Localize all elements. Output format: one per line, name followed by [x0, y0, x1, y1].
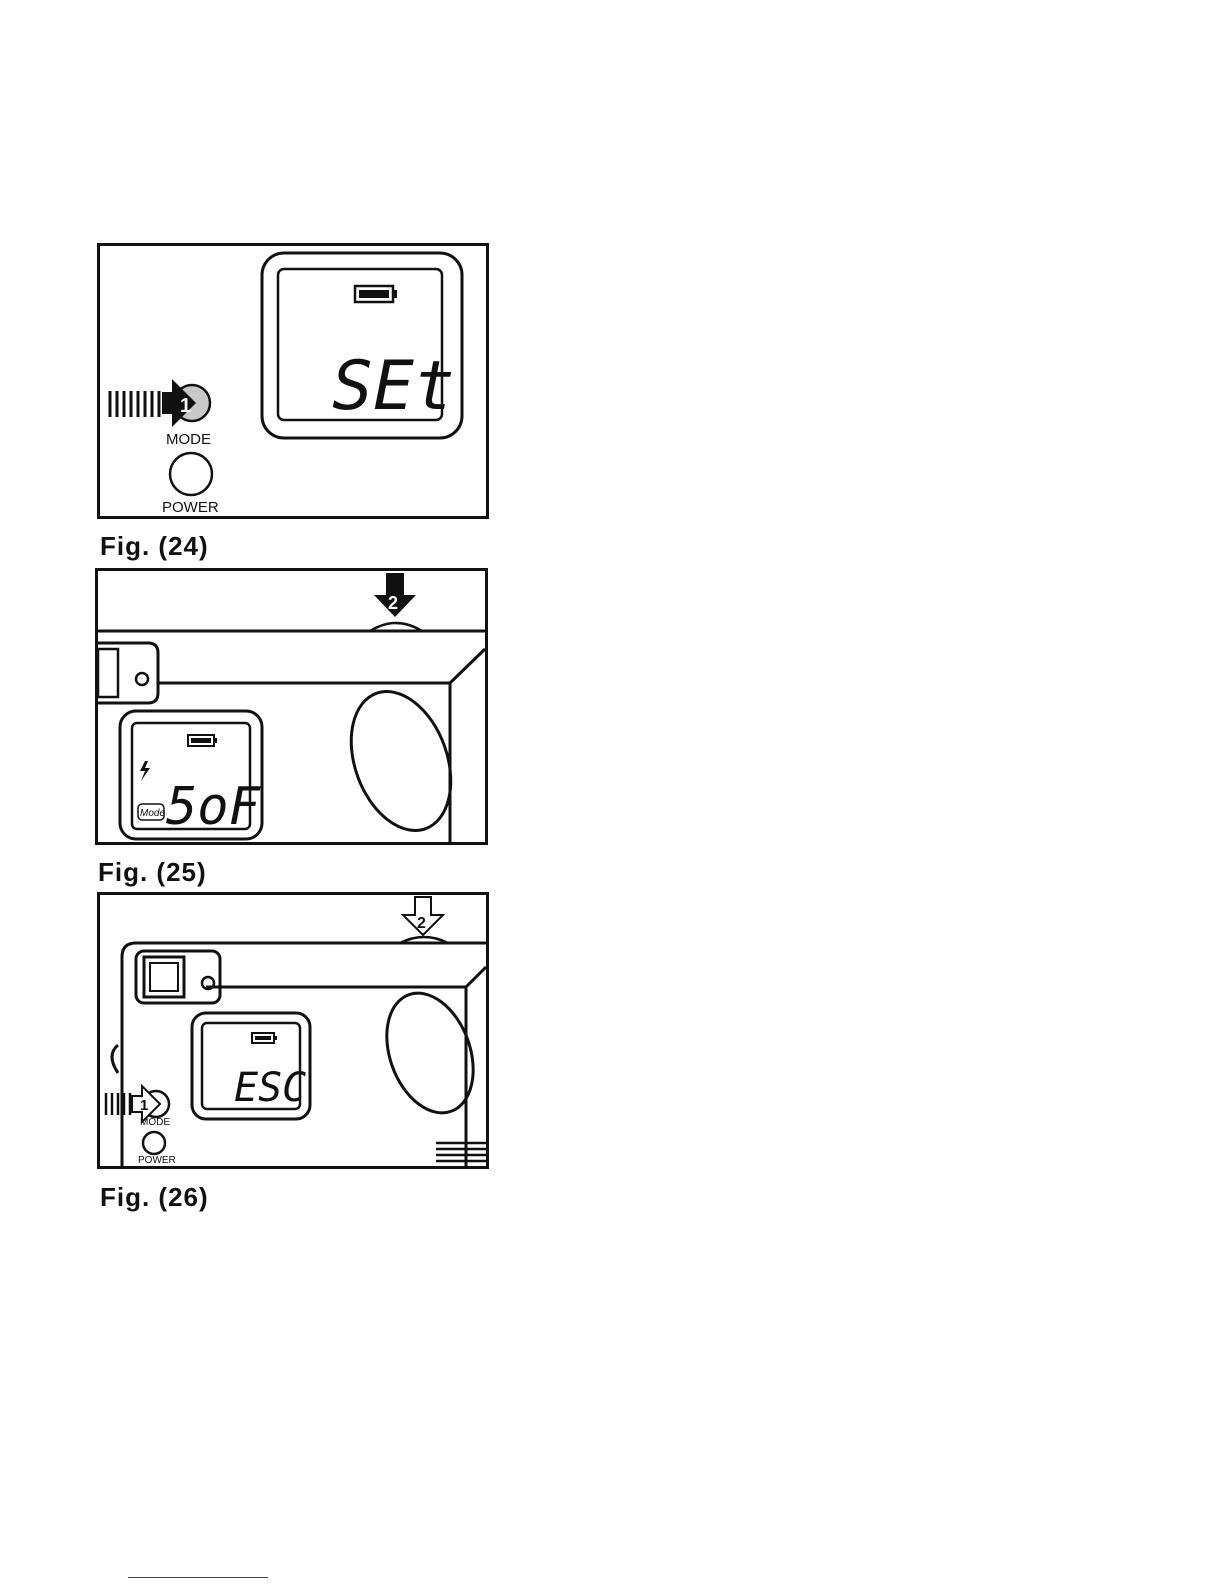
press-direction-lines: [106, 1093, 130, 1115]
figure-24-drawing: SEt 1 MODE POWER: [100, 246, 486, 516]
figure-25-caption: Fig. (25): [98, 857, 207, 888]
figure-25-drawing: 2 Mode 5oF: [98, 571, 485, 842]
step-marker: 1: [180, 395, 191, 417]
lcd-text: ESC: [234, 1065, 306, 1111]
sensor-dot: [136, 673, 148, 685]
figure-26: 2 ESC 1 MODE POWER: [97, 892, 489, 1169]
power-button: [143, 1132, 165, 1154]
step-marker: 2: [388, 593, 398, 613]
grip-lines: [436, 1143, 486, 1161]
figure-25: 2 Mode 5oF: [95, 568, 488, 845]
flash-icon: [140, 761, 150, 781]
figure-26-caption: Fig. (26): [100, 1182, 209, 1213]
figure-24-caption: Fig. (24): [100, 531, 209, 562]
flash-window: [371, 981, 486, 1125]
viewfinder: [98, 643, 158, 703]
press-direction-lines: [110, 391, 159, 417]
mode-label: MODE: [140, 1117, 170, 1128]
mode-label: MODE: [166, 431, 211, 448]
step-marker-2: 2: [417, 915, 426, 932]
battery-icon: [355, 286, 397, 302]
battery-icon: [252, 1033, 277, 1043]
footer-divider: [128, 1577, 268, 1578]
lcd-text: SEt: [332, 347, 455, 426]
mode-icon-text: Mode: [140, 808, 165, 819]
lcd-text: 5oF: [166, 777, 262, 837]
figure-24: SEt 1 MODE POWER: [97, 243, 489, 519]
figure-26-drawing: 2 ESC 1 MODE POWER: [100, 895, 486, 1166]
flash-window: [333, 678, 469, 842]
power-label: POWER: [138, 1155, 176, 1166]
camera-body: [122, 943, 486, 1166]
battery-icon: [188, 735, 217, 746]
power-label: POWER: [162, 499, 219, 516]
step-marker-1: 1: [140, 1097, 148, 1114]
power-button: [170, 453, 212, 495]
